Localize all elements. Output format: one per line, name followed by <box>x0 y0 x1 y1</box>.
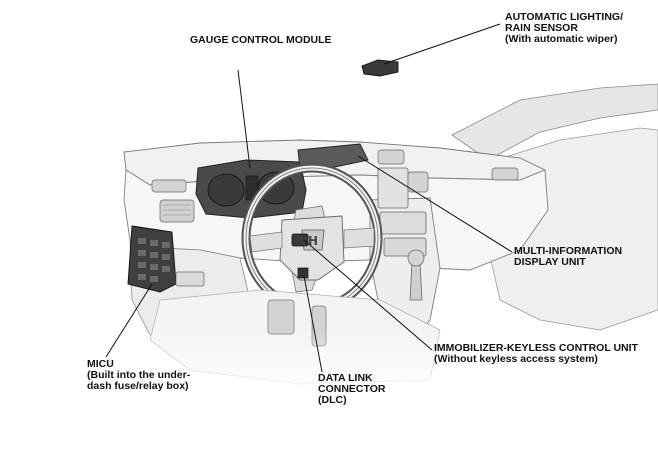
vent-right <box>491 167 519 181</box>
label-micu: MICU (Built into the under- dash fuse/re… <box>87 358 191 392</box>
vent-left-inner <box>159 199 195 223</box>
leader-rain <box>383 23 501 65</box>
vent-left-outer <box>151 179 187 193</box>
label-gauge-control-module: GAUGE CONTROL MODULE <box>190 34 332 46</box>
label-immobilizer: IMMOBILIZER-KEYLESS CONTROL UNIT (Withou… <box>434 342 638 365</box>
vent-center-left <box>377 149 405 165</box>
rain-sensor-part <box>361 59 399 77</box>
leader-immob <box>303 239 433 351</box>
brake-pedal <box>267 299 295 335</box>
a-pillar <box>451 83 658 161</box>
immobilizer-unit <box>291 233 309 247</box>
shift-lever <box>409 261 423 301</box>
leader-gauge <box>237 69 251 169</box>
vent-center-right <box>407 171 429 193</box>
leader-dlc <box>303 275 323 373</box>
leader-mid <box>357 155 513 253</box>
dlc-connector <box>297 267 309 279</box>
label-data-link-connector: DATA LINK CONNECTOR (DLC) <box>318 372 386 406</box>
label-rain-sensor: AUTOMATIC LIGHTING/ RAIN SENSOR (With au… <box>505 11 624 45</box>
center-screen <box>377 167 409 209</box>
svg-text:H: H <box>308 234 318 248</box>
audio-panel <box>379 211 427 235</box>
leader-micu <box>105 283 153 358</box>
label-multi-information-display: MULTI-INFORMATION DISPLAY UNIT <box>514 245 623 268</box>
